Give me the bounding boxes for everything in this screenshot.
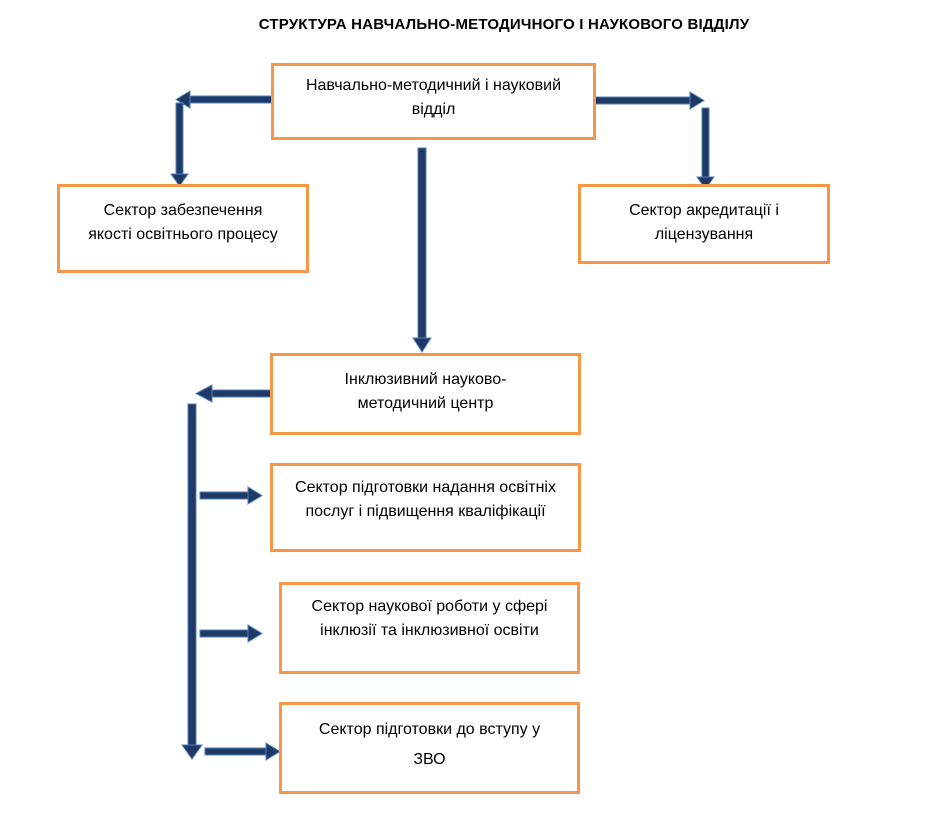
arrow-quality-head: [170, 173, 189, 187]
node-admission-sector-label: Сектор підготовки до вступу у ЗВО: [318, 721, 541, 768]
diagram-title: СТРУКТУРА НАВЧАЛЬНО-МЕТОДИЧНОГО І НАУКОВ…: [258, 16, 750, 33]
arrow-training-head: [247, 486, 263, 505]
node-research-sector-label: Сектор наукової роботи у сфері інклюзії …: [311, 598, 548, 639]
arrow-main-right-head: [689, 91, 705, 110]
node-accreditation-sector: Сектор акредитації і ліцензування: [578, 184, 830, 264]
arrow-admission-head: [265, 742, 281, 761]
node-training-sector-label: Сектор підготовки надання освітніх послу…: [295, 479, 556, 520]
arrow-training-shaft: [199, 491, 251, 500]
node-quality-sector-label: Сектор забезпечення якості освітнього пр…: [88, 202, 278, 243]
node-training-sector: Сектор підготовки надання освітніх послу…: [270, 463, 581, 552]
arrow-main-right-horizontal: [594, 96, 693, 105]
arrow-center-left-horizontal: [209, 389, 273, 398]
node-quality-sector: Сектор забезпечення якості освітнього пр…: [57, 184, 309, 273]
node-inclusive-center-label: Інклюзивний науково-методичний центр: [344, 371, 507, 412]
node-admission-sector: Сектор підготовки до вступу у ЗВО: [279, 702, 580, 794]
arrow-main-down-vertical: [417, 147, 427, 341]
arrow-accreditation-head: [696, 176, 715, 190]
arrow-main-left-horizontal: [187, 95, 275, 104]
node-accreditation-sector-label: Сектор акредитації і ліцензування: [629, 202, 779, 243]
arrow-main-left-vertical: [175, 102, 184, 176]
arrow-admission-shaft: [204, 747, 270, 756]
node-main-department-label: Навчально-методичний і науковий відділ: [305, 77, 562, 118]
node-inclusive-center: Інклюзивний науково-методичний центр: [270, 353, 581, 435]
arrow-center-left-head: [194, 384, 213, 403]
node-research-sector: Сектор наукової роботи у сфері інклюзії …: [279, 582, 580, 674]
arrow-research-head: [247, 624, 263, 643]
arrow-branch-bottom-head: [181, 744, 203, 760]
arrow-research-shaft: [199, 629, 251, 638]
arrow-inclusive-head: [412, 337, 432, 353]
node-main-department: Навчально-методичний і науковий відділ: [271, 63, 596, 140]
arrow-main-right-vertical: [701, 107, 710, 179]
arrow-branch-vertical: [187, 403, 197, 747]
